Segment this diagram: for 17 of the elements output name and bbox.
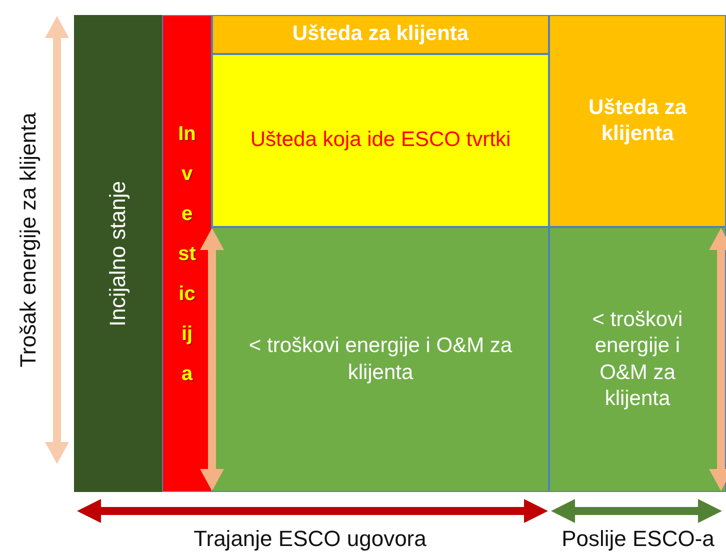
region-box: [212, 15, 549, 54]
region-box: [549, 227, 726, 492]
region-label: < troškovi energije i O&M za klijenta: [248, 333, 514, 386]
region-label: Incijalno stanje: [104, 180, 132, 326]
vertical-label: Investicija: [177, 122, 197, 386]
axis-label: Poslije ESCO-a: [562, 526, 714, 552]
region-box: [549, 15, 726, 227]
region-box: [212, 54, 549, 227]
axis-label: Trajanje ESCO ugovora: [194, 526, 426, 552]
region-box: [162, 15, 212, 492]
region-box: [212, 227, 549, 492]
region-label: Ušteda za klijenta: [587, 94, 688, 147]
region-label: Ušteda za klijenta: [292, 21, 469, 48]
region-box: [74, 15, 162, 492]
region-label: < troškovi energije i O&M za klijenta: [591, 307, 684, 412]
region-label: Ušteda koja ide ESCO tvrtki: [250, 127, 511, 154]
axis-label: Trošak energije za klijenta: [15, 112, 41, 368]
